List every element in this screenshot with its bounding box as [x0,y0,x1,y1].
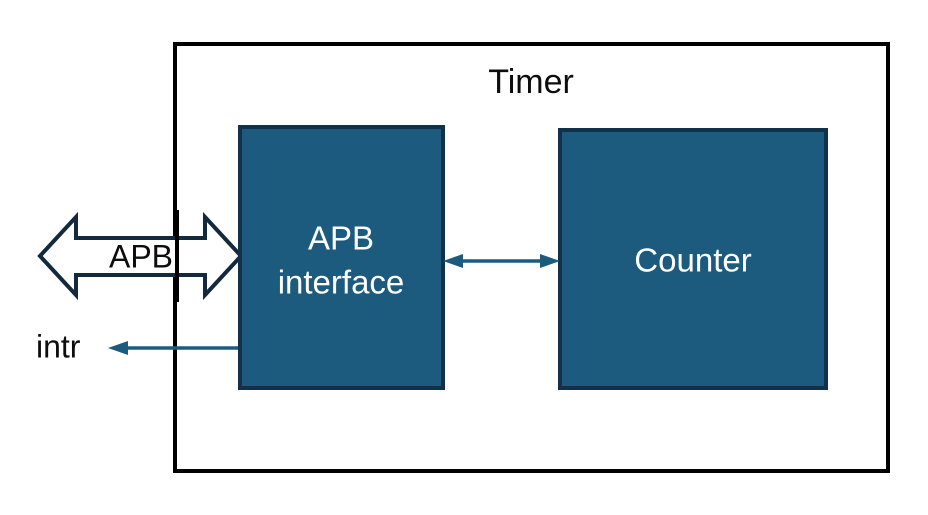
apb-interface-label-line2: interface [278,264,405,301]
timer-title: Timer [488,63,574,101]
apb-bus-label: APB [109,238,173,274]
apb-to-counter-arrow [443,254,560,268]
intr-arrow [108,341,240,355]
counter-block[interactable] [558,128,828,390]
apb-interface-label-line1: APB [308,220,374,257]
apb-interface-block[interactable] [238,125,445,390]
intr-label: intr [36,328,81,364]
counter-label: Counter [634,242,751,279]
